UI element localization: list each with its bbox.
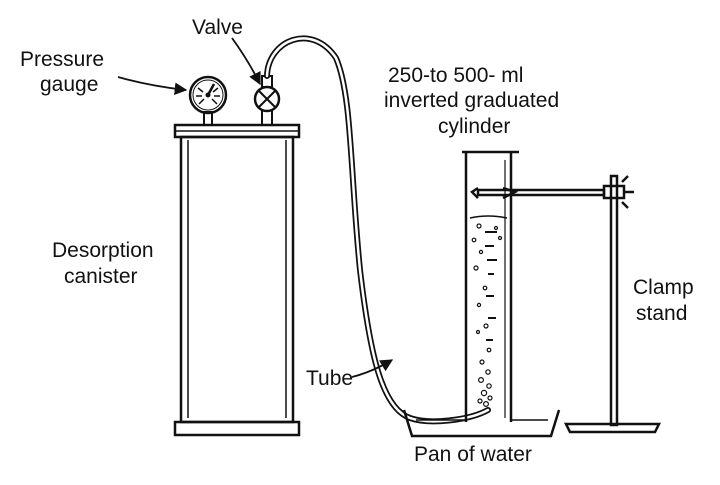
tube-pointer-arrow	[351, 359, 394, 378]
graduated-cylinder	[462, 150, 519, 422]
valve-pointer-arrow	[231, 37, 261, 86]
stand-rod	[609, 174, 619, 427]
graduation-marks	[485, 231, 497, 341]
cylinder-label-line1: 250-to 500- ml	[388, 64, 523, 87]
pressure-gauge-label-line2: gauge	[40, 73, 98, 96]
canister-body	[179, 135, 295, 424]
canister-bottom-cap	[173, 420, 301, 437]
valve-label: Valve	[192, 16, 243, 39]
clamp-arm	[476, 188, 606, 197]
gas-bubbles	[471, 223, 503, 408]
clamp-boss	[602, 184, 626, 200]
pan-label: Pan of water	[414, 443, 532, 466]
pressure-gauge-label-line1: Pressure	[20, 48, 104, 71]
canister-label-line1: Desorption	[52, 239, 154, 262]
valve	[253, 75, 281, 126]
clamp-stand-label-line2: stand	[636, 302, 687, 325]
cylinder-label-line2: inverted graduated	[384, 89, 559, 112]
canister-label-line2: canister	[64, 265, 138, 288]
clamp-stand	[470, 174, 662, 434]
tube-label: Tube	[306, 367, 353, 390]
gauge-pointer-arrow	[117, 76, 188, 96]
water-pan	[402, 409, 561, 438]
gauge-ticks-icon	[196, 87, 220, 105]
stand-base	[563, 422, 662, 434]
pressure-gauge	[188, 75, 228, 126]
cylinder-label-line3: cylinder	[438, 115, 510, 138]
clamp-stand-label-line1: Clamp	[633, 276, 694, 299]
desorption-canister	[173, 123, 301, 437]
